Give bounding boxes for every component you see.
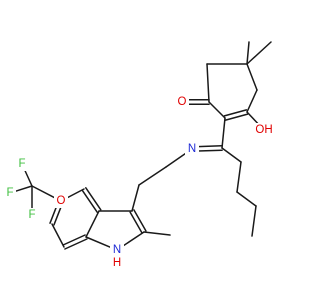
bond-c2-c7 xyxy=(221,117,226,149)
bond-c7-n xyxy=(197,145,223,148)
ether-oxygen-label: O xyxy=(57,195,66,207)
bond-c3-c4 xyxy=(246,89,258,113)
bond-c3i-c2i-second xyxy=(133,209,147,232)
bond-c7i-c7a xyxy=(64,238,88,250)
bond-c7-c8 xyxy=(221,147,242,163)
bond-c1-c2 xyxy=(208,101,226,119)
fluorine-3: F xyxy=(26,208,38,222)
bond-c3-o3 xyxy=(246,111,259,125)
label-layer: O OH N O F F F xyxy=(4,95,276,270)
ketone-oxygen: O xyxy=(175,95,189,109)
bond-c2i-n1 xyxy=(122,231,145,247)
indole-hydrogen-label: H xyxy=(113,257,121,269)
fluorine-1: F xyxy=(16,157,28,171)
bond-c6-c1 xyxy=(206,63,210,103)
bond-c5-me2 xyxy=(246,41,272,65)
imine-nitrogen-label: N xyxy=(188,143,196,155)
ketone-oxygen-label: O xyxy=(178,96,187,108)
structure-canvas: O OH N O F F F xyxy=(4,41,276,270)
bond-c2-c3-second xyxy=(223,109,248,117)
bond-c10-c11 xyxy=(251,205,257,237)
hydroxyl-label: OH xyxy=(255,124,272,136)
bond-c3a-c4i xyxy=(85,187,102,211)
indole-nitrogen-label: N xyxy=(113,244,121,256)
bond-n-ca xyxy=(165,151,188,168)
hydroxyl-group: OH xyxy=(252,123,276,137)
bond-oe-cf xyxy=(31,185,56,199)
imine-nitrogen: N xyxy=(185,142,199,156)
bond-c9-c10 xyxy=(236,191,257,207)
bond-c7-n-second xyxy=(197,149,223,152)
bond-cf-f1 xyxy=(23,168,33,187)
fluorine-1-label: F xyxy=(18,158,25,170)
bond-ca-cb xyxy=(138,166,167,186)
bond-layer xyxy=(14,41,272,250)
bond-c7a-c3a xyxy=(85,210,100,238)
ether-oxygen: O xyxy=(54,194,68,208)
bond-c2-c3 xyxy=(224,113,249,121)
bond-cf-f2 xyxy=(14,185,33,192)
bond-c6i-c7i xyxy=(51,223,65,248)
bond-n1-c7a xyxy=(85,236,112,249)
bond-c5-me1 xyxy=(246,41,250,65)
bond-c7i-c7a-second xyxy=(62,234,86,246)
fluorine-2: F xyxy=(4,186,16,200)
bond-c2i-mei xyxy=(143,231,171,236)
bond-c3i-c2i xyxy=(129,211,143,234)
indole-nitrogen: N H xyxy=(110,244,124,270)
bond-c4-c5 xyxy=(246,63,258,91)
fluorine-3-label: F xyxy=(28,209,35,221)
bond-c8-c9 xyxy=(236,161,242,193)
molecule-diagram: O OH N O F F F xyxy=(4,41,276,270)
bond-cb-c3i xyxy=(131,184,140,212)
bond-c3a-c4i-second xyxy=(81,189,98,213)
fluorine-2-label: F xyxy=(6,187,13,199)
